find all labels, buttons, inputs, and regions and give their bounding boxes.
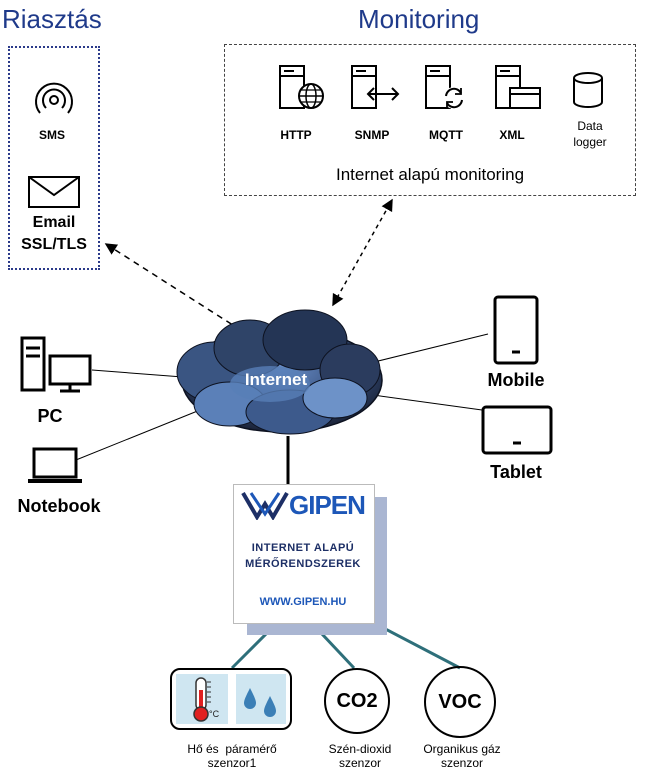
monitoring-dashed-arrow [332,198,393,307]
voc-label-line1: Organikus gáz [423,742,501,756]
gipen-brand: GIPEN [289,490,366,520]
voc-sensor-badge: VOC [424,666,496,738]
laptop-icon [28,447,82,483]
tablet-label: Tablet [490,462,542,482]
monitoring-title: Monitoring [358,4,480,34]
gipen-tagline: INTERNET ALAPÚ MÉRŐRENDSZEREK [233,540,373,572]
gipen-tagline-line2: MÉRŐRENDSZEREK [245,558,361,570]
co2-label-line1: Szén-dioxid [328,742,392,756]
notebook-line [65,409,201,465]
data-logger-label: Data logger [562,118,618,150]
http-label: HTTP [280,128,312,142]
alert-dashed-arrow [104,243,251,337]
gipen-tagline-line1: INTERNET ALAPÚ [251,542,355,554]
water-drops-icon [236,674,286,724]
gipen-logo-mark [241,491,289,520]
co2-label-line2: szenzor [338,756,382,770]
internet-label: Internet [244,370,308,389]
celsius-unit: °C [209,709,220,719]
alerting-box [8,46,100,270]
co2-sensor-badge: CO2 [324,668,390,734]
mobile-line [365,333,489,365]
co2-label: Szén-dioxid szenzor [310,742,410,770]
co2-connector [320,632,356,670]
gipen-logo: GIPEN [233,484,373,522]
snmp-label: SNMP [354,128,390,142]
data-logger-line1: Data [577,119,603,133]
database-icon [573,72,603,108]
server-globe-icon [279,65,324,109]
mqtt-label: MQTT [429,128,463,142]
monitoring-caption: Internet alapú monitoring [335,165,525,184]
notebook-label: Notebook [17,496,101,516]
voc-label-line2: szenzor [440,756,484,770]
mobile-label: Mobile [487,370,545,390]
pc-icon [20,336,92,393]
envelope-icon [28,176,80,208]
gipen-url: WWW.GIPEN.HU [259,596,347,608]
sensor1-label-line1: Hő és páramérő [187,742,277,756]
server-arrows-icon [351,65,400,109]
data-logger-line2: logger [573,135,607,149]
voc-label: Organikus gáz szenzor [414,742,510,770]
monitoring-box [224,44,636,196]
alerting-title: Riasztás [2,4,102,34]
sensor1-connector [230,630,270,670]
xml-label: XML [499,128,525,142]
thermometer-icon [176,674,228,724]
tablet-line [365,393,483,411]
email-label: Email [32,214,76,231]
sensor1-label-line2: szenzor1 [207,756,257,770]
tablet-icon [481,405,553,455]
sensor1-label: Hő és páramérő szenzor1 [160,742,304,770]
server-sync-icon [425,65,465,109]
ssl-tls-label: SSL/TLS [21,236,87,253]
mobile-icon [493,295,539,365]
broadcast-icon [35,82,73,114]
internet-cloud [176,309,383,435]
pc-label: PC [37,406,63,426]
gipen-card [233,484,375,624]
server-window-icon [495,65,541,109]
sms-label: SMS [38,128,65,142]
